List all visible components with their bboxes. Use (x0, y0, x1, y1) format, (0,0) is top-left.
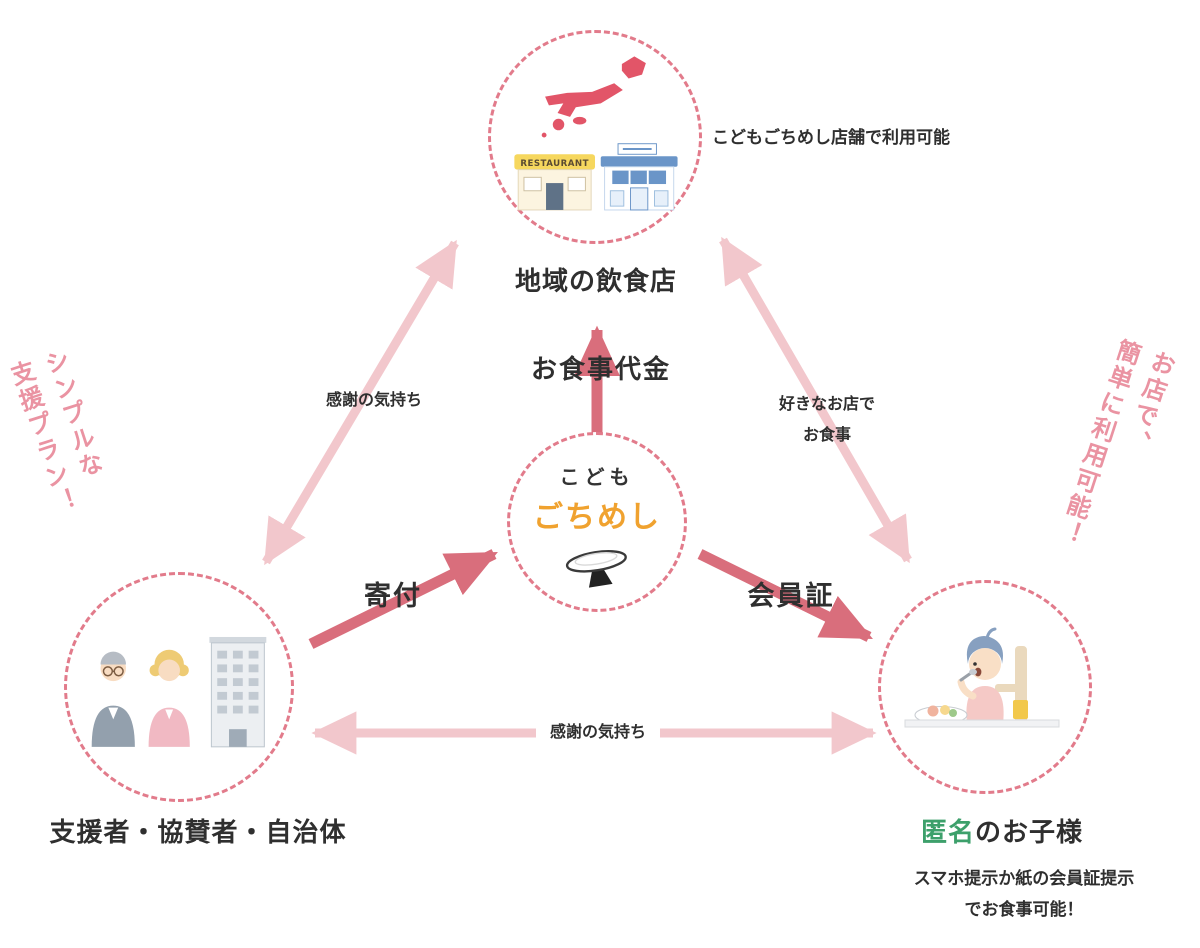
dining-label-line2: お食事 (802, 425, 852, 445)
donation-label: 寄付 (364, 581, 422, 612)
left-side-note: シンプルな 支援プラン！ (0, 345, 120, 527)
right-side-note: お店で、 簡単に利用可能！ (1046, 334, 1182, 564)
businesswoman-icon (148, 649, 190, 747)
child-label-highlight: 匿名 (920, 818, 975, 848)
meal-on-table-icon (904, 700, 1060, 728)
businessman-icon (91, 651, 135, 747)
restaurant-sign-text: RESTAURANT (520, 159, 589, 169)
dining-label: 好きなお店で お食事 (779, 388, 875, 450)
supporter-node-circle (64, 572, 294, 802)
membership-label: 会員証 (747, 581, 835, 612)
serving-plate-icon (565, 549, 627, 588)
child-eating-illustration (904, 627, 1060, 728)
child-caption-line1: スマホ提示か紙の会員証提示 (913, 869, 1135, 889)
gratitude-bottom-label: 感謝の気持ち (535, 716, 661, 744)
meal-payment-label: お食事代金 (530, 355, 672, 385)
restaurants-illustration: RESTAURANT (514, 56, 678, 211)
supporters-illustration (91, 636, 267, 748)
gratitude-left-label: 感謝の気持ち (325, 390, 423, 409)
japan-map-icon (541, 56, 646, 138)
municipality-building-icon (209, 636, 267, 748)
supporter-label: 支援者・協賛者・自治体 (49, 818, 347, 848)
shop-storefront-icon (600, 143, 678, 211)
child-caption-line2: でお食事可能！ (964, 899, 1084, 920)
child-node-circle (878, 580, 1092, 794)
restaurant-label: 地域の飲食店 (514, 267, 678, 297)
restaurant-storefront-icon: RESTAURANT (514, 154, 595, 211)
child-label-rest: のお子様 (975, 818, 1084, 848)
restaurant-caption: こどもごちめし店舗で利用可能 (712, 128, 950, 148)
logo-text-kodomo: こども (559, 464, 635, 489)
child-caption: スマホ提示か紙の会員証提示 でお食事可能！ (914, 864, 1135, 925)
restaurant-node-circle: RESTAURANT (488, 30, 702, 244)
gochimeshi-logo-circle: こども ごちめし (507, 432, 687, 612)
dining-label-line1: 好きなお店で (778, 394, 876, 413)
logo-text-gochimeshi: ごちめし (533, 499, 661, 535)
child-icon (957, 627, 1004, 724)
child-label: 匿名のお子様 (921, 812, 1083, 849)
